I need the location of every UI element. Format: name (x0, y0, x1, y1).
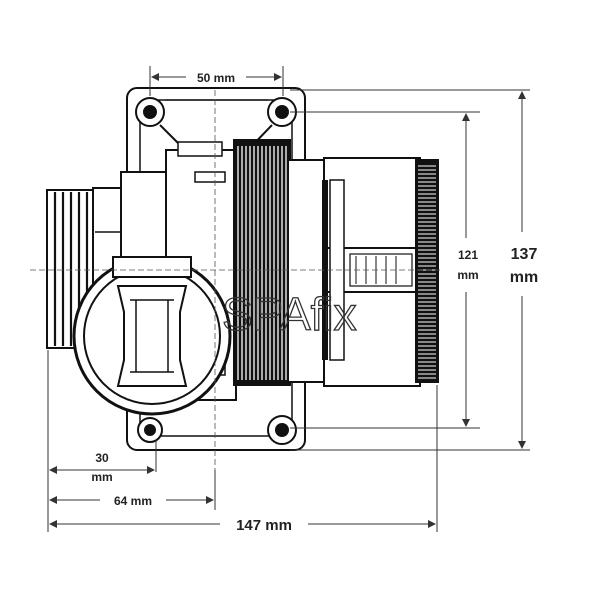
dim-top-width-label: 50 mm (197, 71, 235, 85)
mount-hole-top-left-center (143, 105, 157, 119)
dim-total-length-label: 147 mm (236, 517, 292, 534)
end-cap (415, 159, 439, 383)
dim-left-offset-value: 30 (95, 451, 109, 465)
dim-inner-height-value: 121 (458, 248, 478, 262)
mount-hole-top-right-center (275, 105, 289, 119)
outlet-port (116, 285, 188, 387)
center-lines (30, 90, 440, 470)
mount-hole-bottom-left-center (144, 424, 156, 436)
mount-hole-bottom-right-center (275, 423, 289, 437)
dim-center-offset-label: 64 mm (114, 494, 152, 508)
dimension-lines (47, 66, 530, 532)
motor-flange (287, 159, 327, 383)
dim-outer-height-value: 137 (511, 246, 538, 263)
dim-left-offset-unit: mm (91, 470, 112, 484)
dim-outer-height-unit: mm (510, 269, 538, 286)
dim-inner-height-unit: mm (457, 268, 478, 282)
pump-body (46, 87, 439, 451)
watermark-text: SPAfix (222, 288, 357, 340)
